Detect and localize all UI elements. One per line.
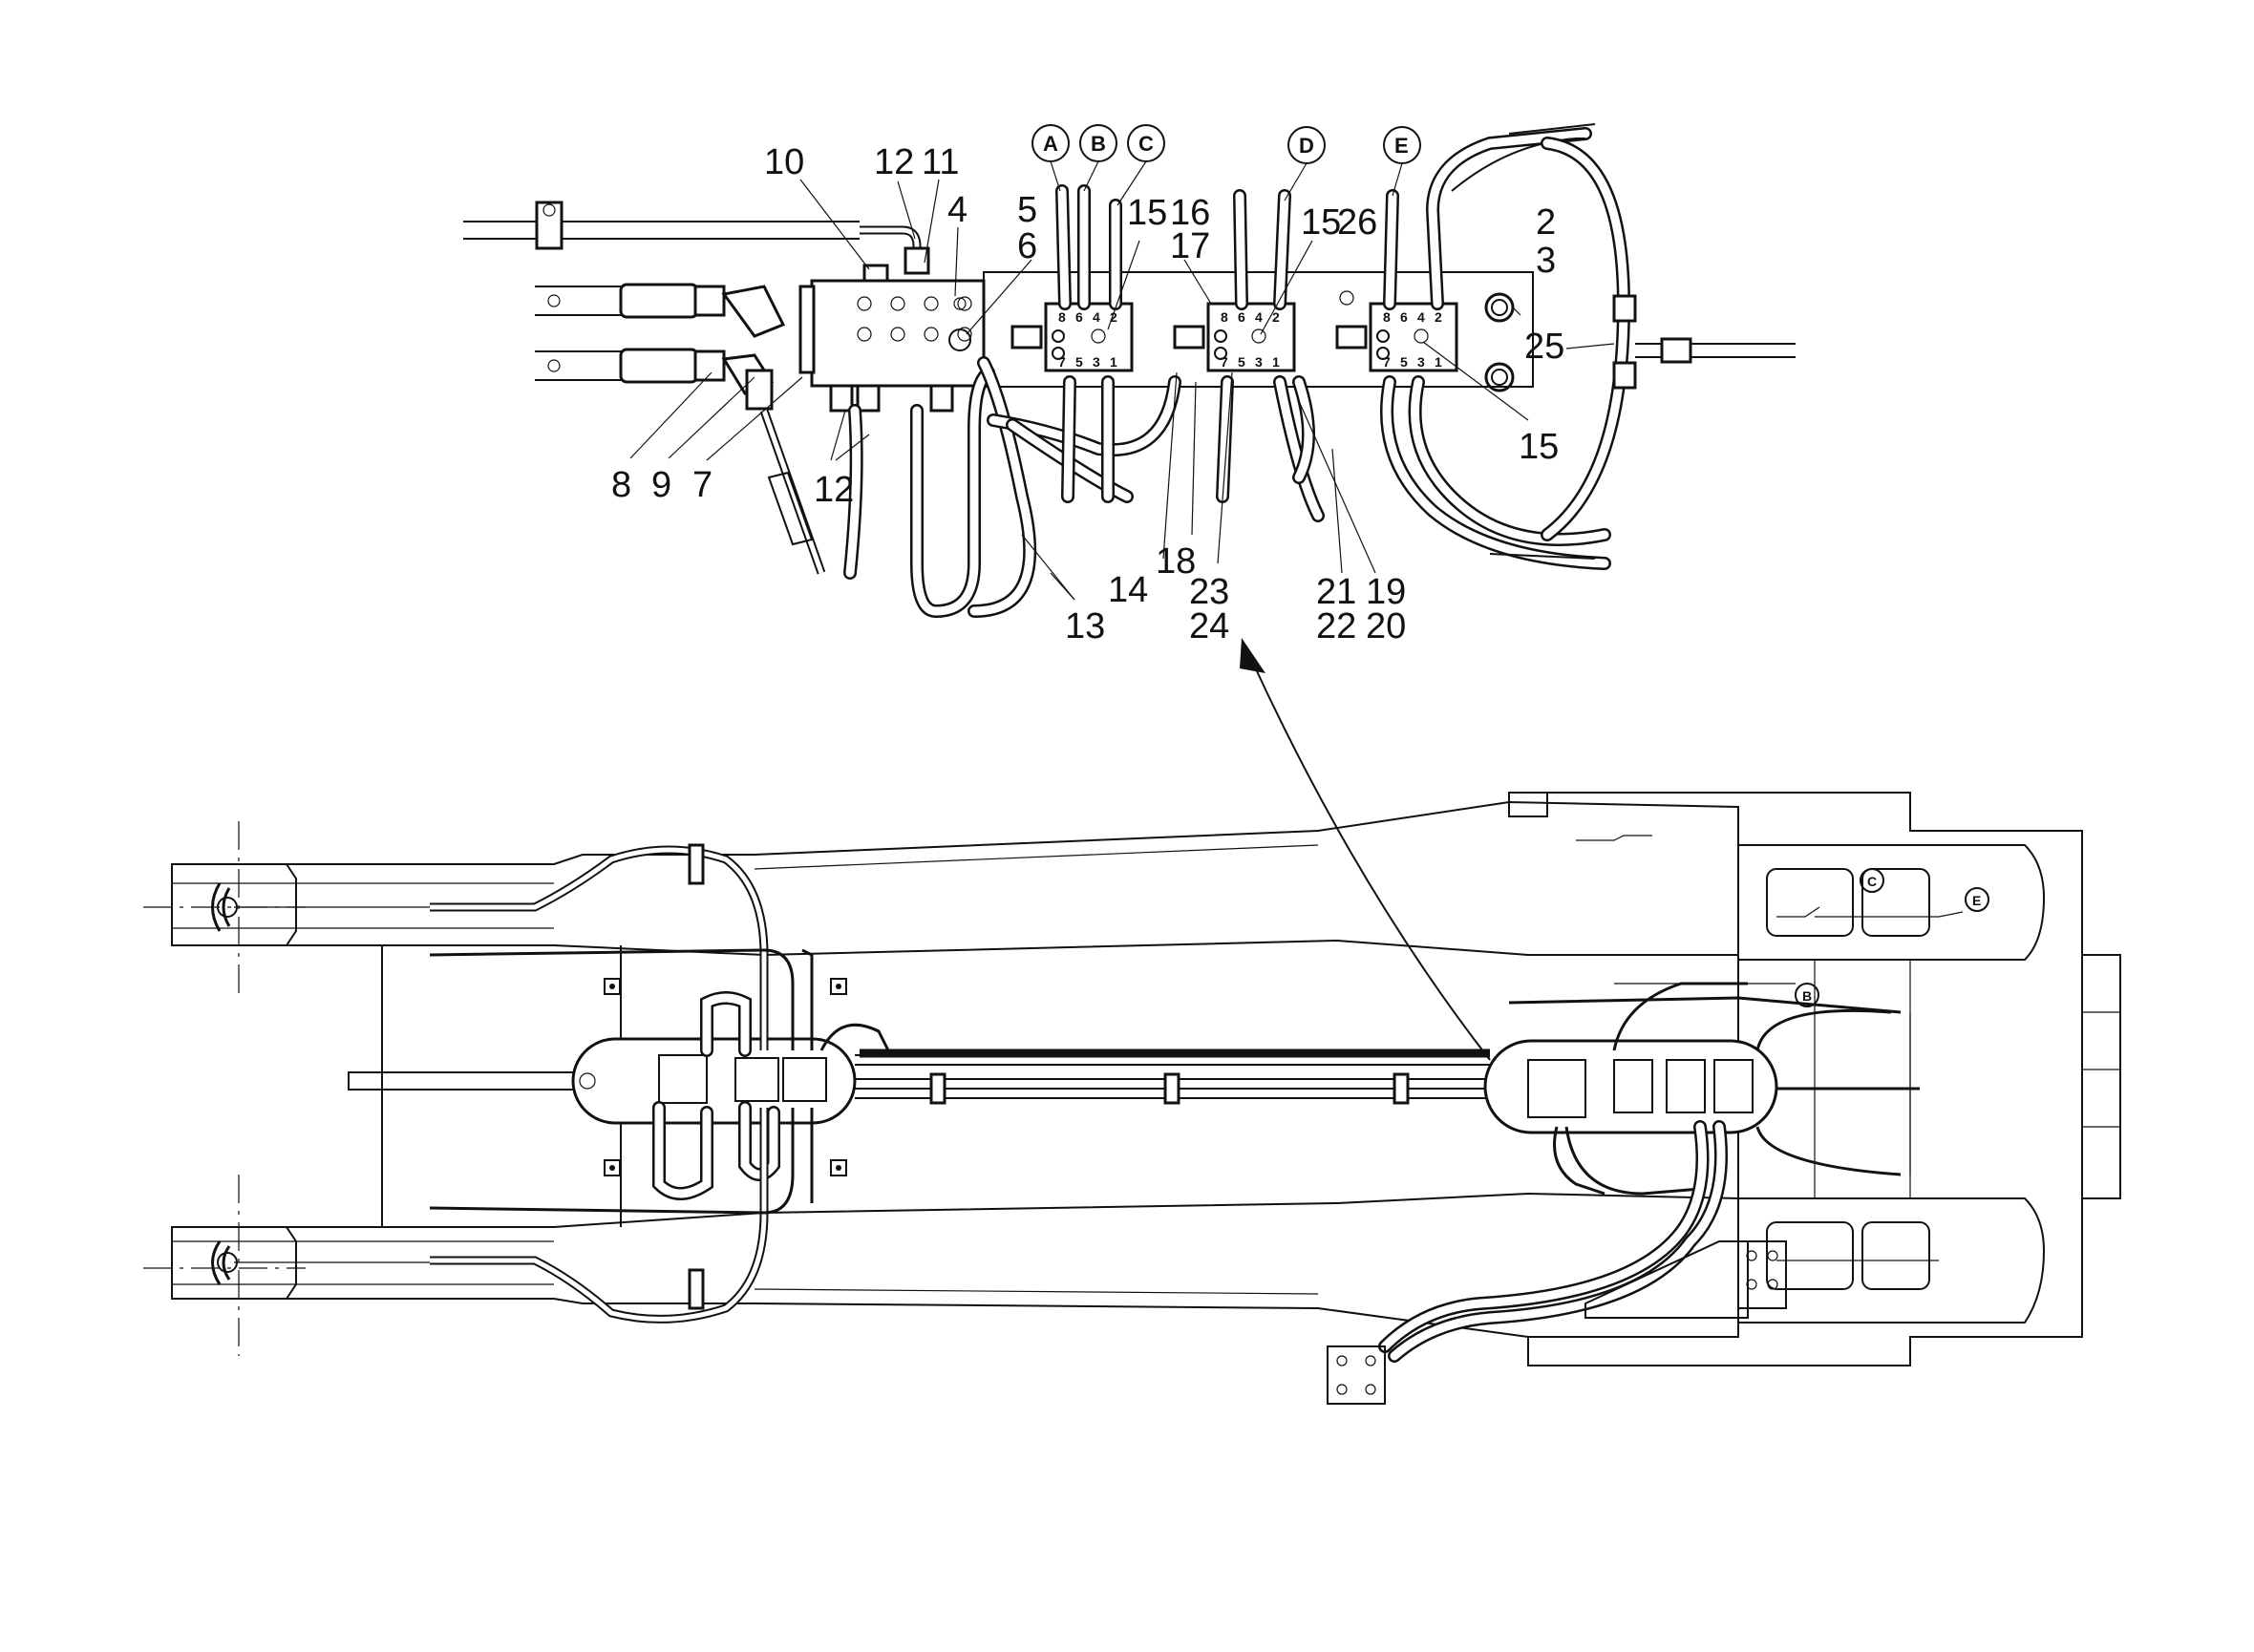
callout-26: 26 — [1337, 202, 1377, 243]
left-lines — [535, 283, 826, 575]
right-capsule — [1483, 1039, 1778, 1134]
port-mark: 2 — [1435, 309, 1442, 325]
callout-18: 18 — [1156, 541, 1196, 582]
circled-letter-d: D — [1299, 134, 1314, 158]
callout-12: 12 — [874, 142, 914, 182]
center-tubes — [855, 1048, 1490, 1105]
port-mark: 4 — [1255, 309, 1263, 325]
lower-letter-e: E — [1972, 893, 1981, 908]
callout-3: 3 — [1536, 241, 1556, 281]
callout-23: 23 — [1189, 572, 1229, 612]
callout-22: 22 — [1316, 606, 1356, 646]
detail-view: 8 6 4 2 7 5 3 1 8 6 4 2 7 5 3 1 — [463, 123, 1796, 646]
port-mark: 5 — [1400, 354, 1408, 370]
callout-14: 14 — [1108, 570, 1148, 610]
callout-numbers: 10 12 11 4 5 6 15 16 17 15 26 2 3 25 15 … — [611, 142, 1564, 646]
callout-12: 12 — [814, 470, 854, 510]
port-mark: 7 — [1383, 354, 1391, 370]
port-mark: 6 — [1075, 309, 1083, 325]
detail-arrow — [1240, 638, 1491, 1061]
lower-labels: C E B — [1795, 868, 1989, 1007]
port-mark: 6 — [1400, 309, 1408, 325]
valve-block-2: 8 6 4 2 7 5 3 1 — [1173, 302, 1296, 372]
boom-assembly: C E B — [143, 792, 2121, 1405]
port-mark: 4 — [1417, 309, 1425, 325]
bolt-icon — [1484, 362, 1515, 392]
callout-17: 17 — [1170, 226, 1210, 266]
bolts — [604, 978, 847, 1176]
lower-letter-c: C — [1867, 874, 1877, 889]
callout-21: 21 — [1316, 572, 1356, 612]
left-hoses — [234, 843, 890, 1324]
bracket-bottom — [1327, 1345, 1386, 1405]
right-loop-hose — [1380, 123, 1796, 570]
port-mark: 1 — [1272, 354, 1280, 370]
callout-6: 6 — [1017, 226, 1037, 266]
callout-15: 15 — [1519, 427, 1559, 467]
port-mark: 1 — [1435, 354, 1442, 370]
circled-labels: A B C D E — [1031, 124, 1421, 206]
arrow-head-icon — [1240, 638, 1265, 673]
main-block — [798, 264, 986, 413]
pivot-head-top — [171, 863, 297, 946]
port-mark: 2 — [1110, 309, 1117, 325]
callout-10: 10 — [764, 142, 804, 182]
valve-block-1: 8 6 4 2 7 5 3 1 — [1010, 302, 1134, 372]
circled-letter-e: E — [1394, 134, 1409, 158]
circled-letter-a: A — [1043, 132, 1058, 156]
port-mark: 5 — [1075, 354, 1083, 370]
port-mark: 3 — [1417, 354, 1425, 370]
port-mark: 6 — [1238, 309, 1245, 325]
port-mark: 3 — [1255, 354, 1263, 370]
circled-letter-c: C — [1138, 132, 1154, 156]
top-rod — [463, 201, 930, 275]
callout-13: 13 — [1065, 606, 1105, 646]
port-mark: 8 — [1058, 309, 1066, 325]
bolt-icon — [1484, 292, 1515, 323]
port-mark: 3 — [1093, 354, 1100, 370]
upper-hoses — [1055, 127, 1592, 310]
pivot-head-bottom — [171, 1226, 297, 1300]
right-hoses — [1378, 906, 1964, 1363]
callout-7: 7 — [692, 465, 712, 505]
mounting-plate — [983, 271, 1534, 388]
port-mark: 7 — [1221, 354, 1228, 370]
lower-hoses — [843, 356, 1325, 619]
callout-8: 8 — [611, 465, 631, 505]
callout-15: 15 — [1127, 193, 1167, 233]
bracket-right — [1584, 1240, 1749, 1319]
callout-16: 16 — [1170, 193, 1210, 233]
circled-letter-b: B — [1091, 132, 1106, 156]
callout-4: 4 — [947, 190, 968, 230]
callout-5: 5 — [1017, 190, 1037, 230]
leader-lines — [629, 179, 1615, 601]
port-mark: 5 — [1238, 354, 1245, 370]
callout-25: 25 — [1524, 327, 1564, 367]
port-mark: 2 — [1272, 309, 1280, 325]
callout-9: 9 — [651, 465, 671, 505]
lower-letter-b: B — [1802, 988, 1812, 1004]
callout-2: 2 — [1536, 202, 1556, 243]
callout-19: 19 — [1366, 572, 1406, 612]
port-mark: 8 — [1221, 309, 1228, 325]
port-mark: 4 — [1093, 309, 1100, 325]
port-mark: 8 — [1383, 309, 1391, 325]
port-mark: 1 — [1110, 354, 1117, 370]
callout-24: 24 — [1189, 606, 1229, 646]
valve-block-3: 8 6 4 2 7 5 3 1 — [1335, 302, 1458, 372]
callout-11: 11 — [922, 142, 959, 182]
callout-20: 20 — [1366, 606, 1406, 646]
port-mark: 7 — [1058, 354, 1066, 370]
callout-15: 15 — [1301, 202, 1341, 243]
